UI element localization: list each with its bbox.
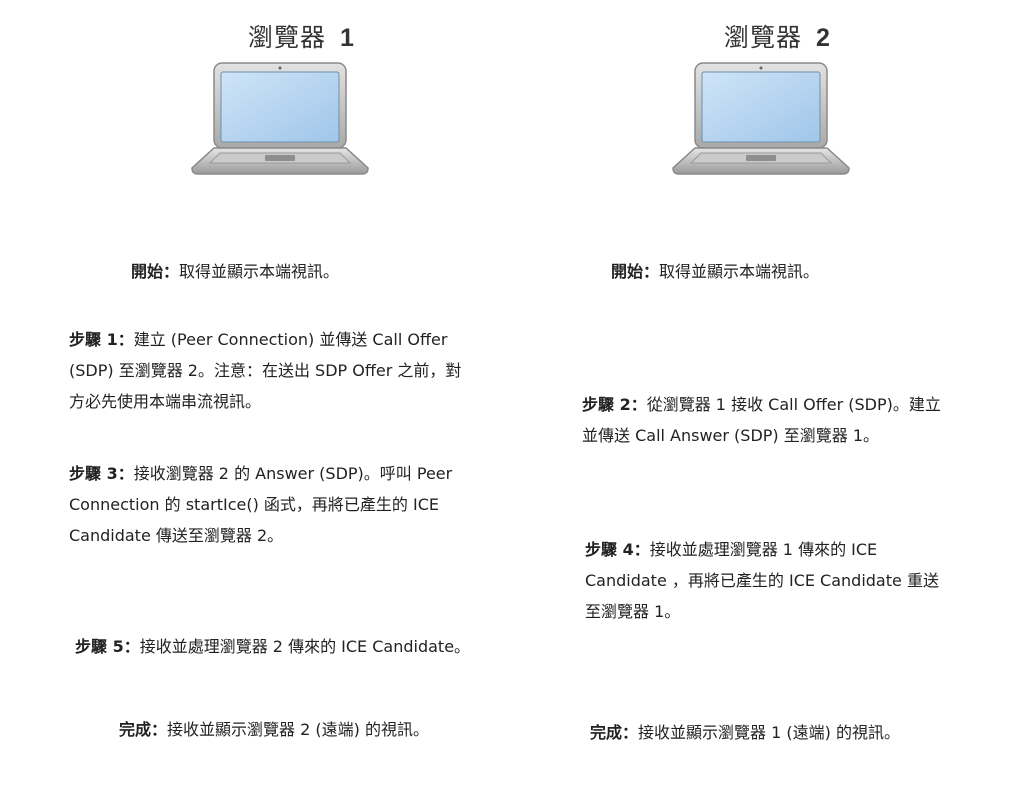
right-done-line: 接收並顯示瀏覽器 1 (遠端) 的視訊。 (638, 723, 900, 742)
right-done-step: 完成：接收並顯示瀏覽器 1 (遠端) 的視訊。 (590, 717, 900, 748)
step-3-line: Connection 的 startIce() 函式，再將已產生的 ICE (69, 495, 439, 514)
left-start-label: 開始： (131, 262, 180, 281)
step-4-line: Candidate ，再將已產生的 ICE Candidate 重送 (585, 571, 939, 590)
left-done-label: 完成： (119, 720, 168, 739)
step-1-line: 方必先使用本端串流視訊。 (69, 392, 262, 411)
left-start-line: 取得並顯示本端視訊。 (179, 262, 340, 281)
right-start-step: 開始：取得並顯示本端視訊。 (611, 256, 819, 287)
right-step-4: 步驟 4：接收並處理瀏覽器 1 傳來的 ICE Candidate ，再將已產生… (585, 534, 939, 627)
step-4-line: 至瀏覽器 1。 (585, 602, 681, 621)
laptop-icon (191, 62, 369, 175)
left-done-line: 接收並顯示瀏覽器 2 (遠端) 的視訊。 (167, 720, 429, 739)
left-step-5: 步驟 5：接收並處理瀏覽器 2 傳來的 ICE Candidate。 (75, 631, 470, 662)
step-2-label: 步驟 2： (582, 395, 647, 414)
left-done-step: 完成：接收並顯示瀏覽器 2 (遠端) 的視訊。 (119, 714, 429, 745)
browser-2-title: 瀏覽器 2 (724, 18, 831, 54)
left-step-1: 步驟 1：建立 (Peer Connection) 並傳送 Call Offer… (69, 324, 461, 417)
right-done-label: 完成： (590, 723, 639, 742)
step-3-label: 步驟 3： (69, 464, 134, 483)
step-5-line: 接收並處理瀏覽器 2 傳來的 ICE Candidate。 (139, 637, 471, 656)
step-5-label: 步驟 5： (75, 637, 140, 656)
left-start-step: 開始：取得並顯示本端視訊。 (131, 256, 339, 287)
step-3-line: 接收瀏覽器 2 的 Answer (SDP)。呼叫 Peer (133, 464, 453, 483)
step-1-line: (SDP) 至瀏覽器 2。注意：在送出 SDP Offer 之前，對 (69, 361, 462, 380)
right-step-2: 步驟 2：從瀏覽器 1 接收 Call Offer (SDP)。建立 並傳送 C… (582, 389, 941, 451)
step-4-line: 接收並處理瀏覽器 1 傳來的 ICE (649, 540, 878, 559)
browser-1-number: 1 (340, 24, 355, 52)
left-step-3: 步驟 3：接收瀏覽器 2 的 Answer (SDP)。呼叫 Peer Conn… (69, 458, 452, 551)
step-1-label: 步驟 1： (69, 330, 134, 349)
step-2-line: 從瀏覽器 1 接收 Call Offer (SDP)。建立 (646, 395, 941, 414)
step-3-line: Candidate 傳送至瀏覽器 2。 (69, 526, 284, 545)
step-2-line: 並傳送 Call Answer (SDP) 至瀏覽器 1。 (582, 426, 880, 445)
step-4-label: 步驟 4： (585, 540, 650, 559)
right-start-line: 取得並顯示本端視訊。 (659, 262, 820, 281)
browser-1-title: 瀏覽器 1 (248, 18, 355, 54)
browser-2-name: 瀏覽器 (724, 23, 803, 52)
browser-1-name: 瀏覽器 (248, 23, 327, 52)
step-1-line: 建立 (Peer Connection) 並傳送 Call Offer (133, 330, 448, 349)
browser-2-number: 2 (816, 24, 831, 52)
right-start-label: 開始： (611, 262, 660, 281)
laptop-icon (672, 62, 850, 175)
